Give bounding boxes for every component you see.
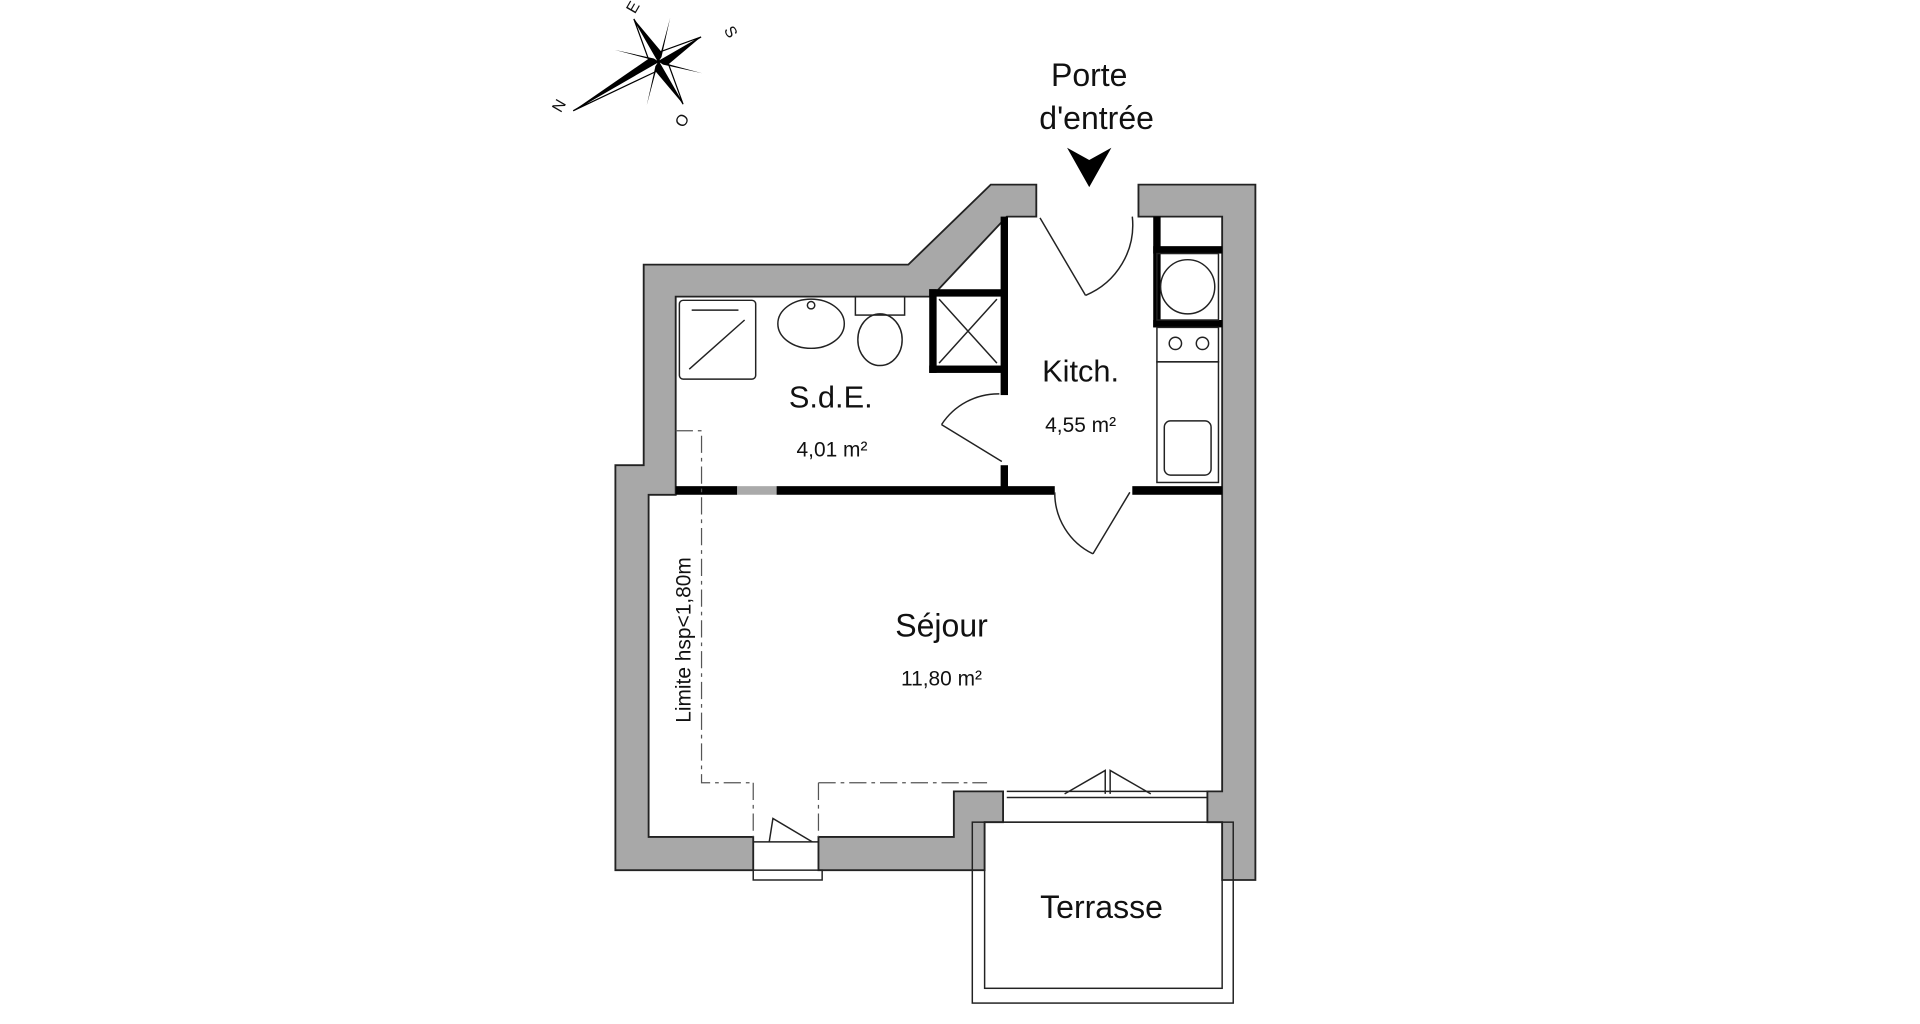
toilet-icon — [854, 295, 906, 367]
entrance-arrow-icon — [1067, 147, 1112, 188]
sejour-name: Séjour — [895, 607, 988, 643]
window-bottom[interactable] — [752, 817, 823, 881]
exterior-wall-bottom — [817, 790, 1004, 872]
kitchen-name: Kitch. — [1042, 354, 1119, 389]
height-limit-line — [675, 430, 988, 837]
closet-icon — [938, 298, 998, 364]
sde-door[interactable] — [940, 393, 1003, 463]
entrance-label-line2: d'entrée — [1039, 100, 1154, 136]
terrace-floor — [983, 821, 1223, 990]
terrace-french-door[interactable] — [1006, 769, 1208, 799]
compass-west-label: O — [672, 111, 693, 130]
sejour-door[interactable] — [1054, 491, 1131, 555]
height-limit-label: Limite hsp<1,80m — [672, 557, 695, 723]
entrance-label-line1: Porte — [1051, 57, 1127, 93]
sde-name: S.d.E. — [789, 379, 873, 414]
compass-north-label: N — [550, 97, 571, 116]
kitchen-sink-icon — [1156, 361, 1220, 484]
cooktop-icon — [1156, 326, 1220, 363]
compass-east-label: E — [624, 0, 644, 16]
sink-icon — [777, 298, 846, 350]
compass-south-label: S — [720, 23, 740, 41]
kitchen-area: 4,55 m² — [1045, 414, 1116, 437]
exterior-wall-left-top — [614, 183, 1038, 872]
sejour-area: 11,80 m² — [901, 668, 982, 691]
compass-rose-icon — [572, 17, 703, 112]
sde-area: 4,01 m² — [797, 439, 868, 462]
entrance-door[interactable] — [1039, 216, 1134, 297]
washing-machine-icon — [1156, 252, 1220, 321]
terrasse-name: Terrasse — [1040, 889, 1163, 925]
shower-icon — [678, 299, 757, 380]
